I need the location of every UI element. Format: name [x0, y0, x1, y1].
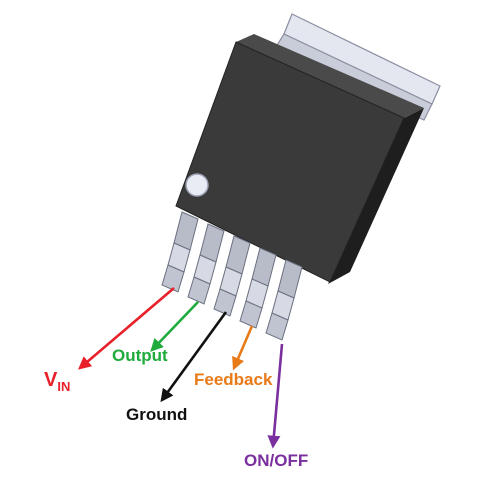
pin1-indicator-dot — [185, 173, 209, 197]
ground-label: Ground — [126, 405, 187, 424]
output-arrow — [150, 301, 199, 352]
lead-2 — [187, 223, 225, 305]
vin-arrow — [78, 287, 175, 370]
vin-label: VIN — [44, 369, 70, 394]
lead-5 — [265, 259, 303, 341]
output-label: Output — [112, 346, 168, 365]
package-body — [175, 34, 424, 284]
lead-1 — [161, 211, 199, 293]
lead-4 — [239, 247, 277, 329]
feedback-label: Feedback — [194, 370, 273, 389]
lead-3 — [213, 235, 251, 317]
package-leads — [161, 211, 303, 341]
onoff-arrow — [267, 343, 284, 449]
onoff-label: ON/OFF — [244, 451, 308, 470]
ground-arrow — [160, 311, 228, 403]
feedback-arrow — [232, 325, 254, 371]
